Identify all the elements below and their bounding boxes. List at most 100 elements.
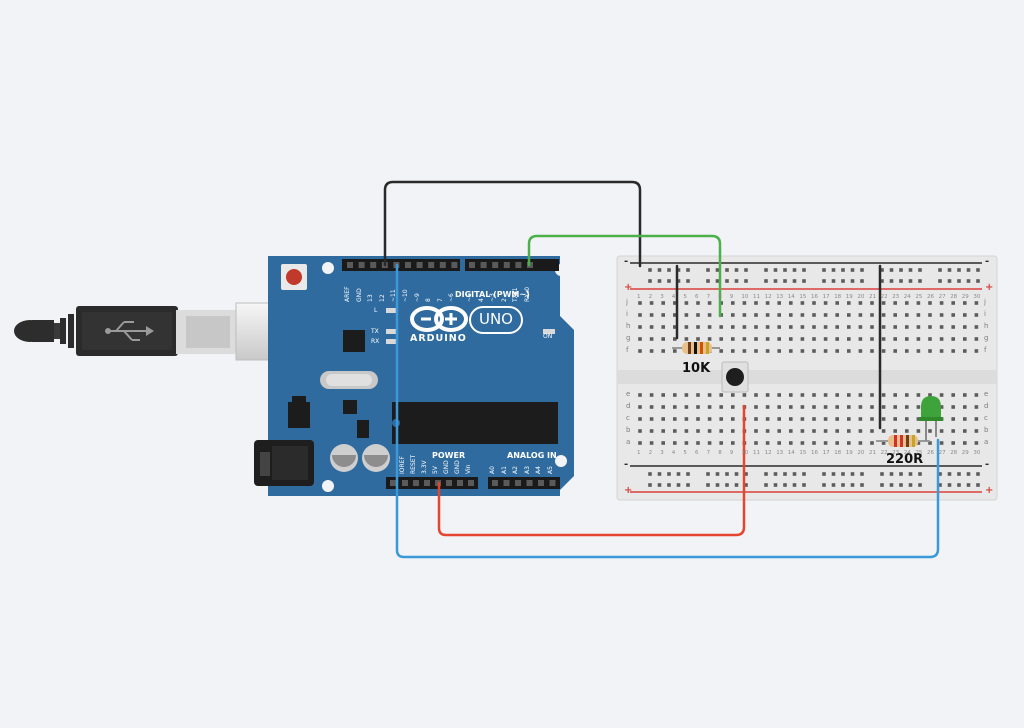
rail-hole[interactable]	[947, 483, 952, 487]
rail-hole[interactable]	[764, 279, 768, 283]
breadboard-hole[interactable]	[893, 325, 897, 329]
rail-hole[interactable]	[822, 279, 826, 283]
rail-hole[interactable]	[889, 472, 894, 476]
breadboard-hole[interactable]	[951, 325, 955, 329]
breadboard-hole[interactable]	[661, 325, 665, 329]
breadboard-hole[interactable]	[719, 405, 723, 409]
breadboard-hole[interactable]	[719, 417, 723, 421]
breadboard-hole[interactable]	[951, 313, 955, 317]
power-pin-socket[interactable]	[446, 480, 452, 486]
rail-hole[interactable]	[725, 279, 729, 283]
rail-hole[interactable]	[899, 279, 903, 283]
breadboard-hole[interactable]	[789, 429, 793, 433]
breadboard-hole[interactable]	[835, 301, 839, 305]
breadboard-hole[interactable]	[649, 441, 654, 445]
breadboard-hole[interactable]	[696, 429, 700, 433]
breadboard-hole[interactable]	[951, 417, 955, 421]
breadboard-hole[interactable]	[905, 337, 909, 341]
digital-pin-socket[interactable]	[358, 262, 365, 268]
breadboard-hole[interactable]	[905, 393, 909, 397]
rail-hole[interactable]	[860, 279, 864, 283]
breadboard-hole[interactable]	[754, 429, 758, 433]
breadboard-hole[interactable]	[696, 417, 700, 421]
breadboard-hole[interactable]	[939, 429, 944, 433]
breadboard-hole[interactable]	[638, 417, 642, 421]
power-pin-socket[interactable]	[413, 480, 419, 486]
breadboard-hole[interactable]	[673, 325, 677, 329]
digital-pin-socket[interactable]	[405, 262, 411, 268]
breadboard-hole[interactable]	[707, 429, 712, 433]
rail-hole[interactable]	[706, 279, 710, 283]
breadboard-hole[interactable]	[916, 349, 921, 353]
breadboard-hole[interactable]	[638, 393, 642, 397]
rail-hole[interactable]	[947, 279, 952, 283]
breadboard-hole[interactable]	[939, 393, 944, 397]
analog-pin-socket[interactable]	[526, 480, 533, 486]
analog-pin-socket[interactable]	[549, 480, 556, 486]
rail-hole[interactable]	[725, 268, 729, 272]
breadboard-hole[interactable]	[777, 417, 781, 421]
breadboard-hole[interactable]	[765, 313, 770, 317]
rail-hole[interactable]	[657, 279, 662, 283]
breadboard-hole[interactable]	[823, 405, 828, 409]
rail-hole[interactable]	[976, 483, 980, 487]
breadboard-hole[interactable]	[928, 337, 932, 341]
rail-hole[interactable]	[966, 268, 971, 272]
breadboard-hole[interactable]	[974, 349, 979, 353]
breadboard-hole[interactable]	[893, 313, 897, 317]
breadboard-hole[interactable]	[765, 301, 770, 305]
rail-hole[interactable]	[976, 268, 980, 272]
breadboard-hole[interactable]	[707, 393, 712, 397]
rail-hole[interactable]	[792, 472, 797, 476]
rail-hole[interactable]	[734, 268, 739, 272]
breadboard-hole[interactable]	[881, 325, 886, 329]
rail-hole[interactable]	[938, 483, 942, 487]
breadboard-hole[interactable]	[870, 337, 874, 341]
breadboard-hole[interactable]	[881, 441, 886, 445]
breadboard-hole[interactable]	[893, 393, 897, 397]
rail-hole[interactable]	[744, 279, 748, 283]
breadboard-hole[interactable]	[707, 301, 712, 305]
breadboard-hole[interactable]	[649, 417, 654, 421]
breadboard-hole[interactable]	[638, 429, 642, 433]
breadboard-hole[interactable]	[847, 301, 851, 305]
breadboard-hole[interactable]	[765, 337, 770, 341]
breadboard-hole[interactable]	[789, 325, 793, 329]
breadboard-hole[interactable]	[847, 337, 851, 341]
rail-hole[interactable]	[734, 483, 739, 487]
breadboard-hole[interactable]	[916, 337, 921, 341]
rail-hole[interactable]	[831, 472, 836, 476]
breadboard-hole[interactable]	[963, 393, 967, 397]
digital-pin-socket[interactable]	[428, 262, 435, 268]
breadboard-hole[interactable]	[847, 441, 851, 445]
breadboard-hole[interactable]	[870, 417, 874, 421]
breadboard-hole[interactable]	[812, 349, 816, 353]
rail-hole[interactable]	[783, 483, 787, 487]
breadboard-hole[interactable]	[870, 405, 874, 409]
breadboard-hole[interactable]	[939, 301, 944, 305]
rail-hole[interactable]	[657, 268, 662, 272]
wire-red-5v[interactable]	[437, 404, 746, 537]
rail-hole[interactable]	[773, 472, 778, 476]
breadboard-hole[interactable]	[684, 393, 689, 397]
rail-hole[interactable]	[822, 472, 826, 476]
breadboard-hole[interactable]	[974, 325, 979, 329]
breadboard-hole[interactable]	[974, 405, 979, 409]
breadboard-hole[interactable]	[835, 325, 839, 329]
breadboard-hole[interactable]	[696, 325, 700, 329]
analog-pin-socket[interactable]	[538, 480, 544, 486]
breadboard-hole[interactable]	[789, 393, 793, 397]
breadboard[interactable]	[616, 255, 998, 501]
breadboard-hole[interactable]	[754, 337, 758, 341]
rail-hole[interactable]	[918, 483, 922, 487]
rail-hole[interactable]	[773, 279, 778, 283]
breadboard-hole[interactable]	[707, 405, 712, 409]
breadboard-hole[interactable]	[847, 405, 851, 409]
breadboard-hole[interactable]	[835, 349, 839, 353]
breadboard-hole[interactable]	[881, 349, 886, 353]
rail-hole[interactable]	[764, 483, 768, 487]
breadboard-hole[interactable]	[789, 349, 793, 353]
breadboard-hole[interactable]	[742, 337, 747, 341]
breadboard-hole[interactable]	[823, 441, 828, 445]
rail-hole[interactable]	[667, 279, 671, 283]
